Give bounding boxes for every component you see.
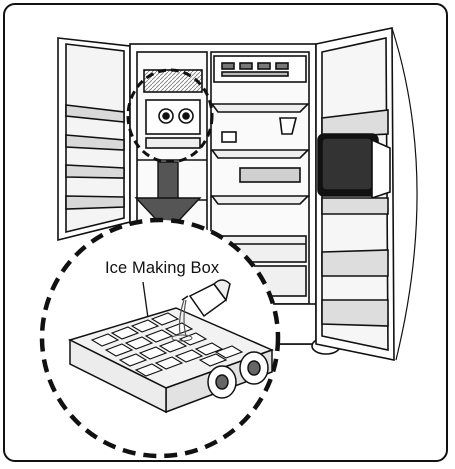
freezer-door	[58, 38, 138, 240]
ice-making-box-label: Ice Making Box	[105, 259, 219, 278]
refrigerator-door	[316, 28, 417, 360]
